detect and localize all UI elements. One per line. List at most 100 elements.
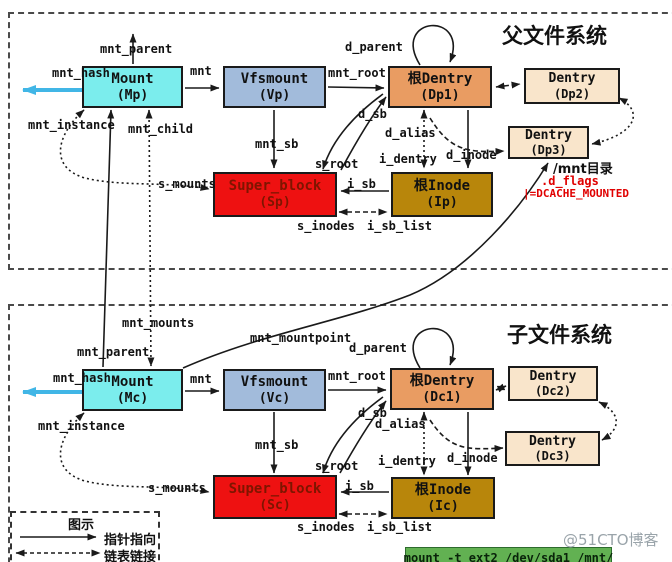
link-dp2-dp3 bbox=[591, 97, 635, 146]
label-mnt-sb-p: mnt_sb bbox=[255, 137, 299, 151]
label-mnt-c: mnt bbox=[190, 372, 212, 386]
box-root-inode-ic-name: 根Inode bbox=[414, 481, 472, 498]
arrow-d-parent-loop-p bbox=[412, 24, 457, 66]
label-d-alias-c: d_alias bbox=[375, 417, 426, 431]
link-to-dp3 bbox=[429, 117, 505, 155]
label-i-sb-list-p: i_sb_list bbox=[367, 219, 433, 233]
label-mnt-child: mnt_child bbox=[128, 122, 194, 136]
box-dentry-dp3: Dentry (Dp3) bbox=[508, 126, 589, 159]
label-i-dentry-p: i_dentry bbox=[379, 152, 437, 166]
box-dentry-dc2: Dentry (Dc2) bbox=[508, 366, 598, 401]
label-mnt-sb-c: mnt_sb bbox=[255, 438, 299, 452]
label-d-sb-c: d_sb bbox=[358, 406, 387, 420]
arrow-d-parent-loop-c bbox=[412, 327, 457, 369]
label-mnt-root-p: mnt_root bbox=[328, 66, 386, 80]
arrow-mnt-root-p bbox=[327, 84, 385, 92]
box-root-inode-ic: 根Inode (Ic) bbox=[391, 477, 495, 519]
box-root-dentry-dp1-id: (Dp1) bbox=[420, 87, 460, 103]
label-mnt-mountpoint: mnt_mountpoint bbox=[250, 331, 352, 345]
label-d-parent-p: d_parent bbox=[345, 40, 403, 54]
label-mnt-root-c: mnt_root bbox=[328, 369, 386, 383]
box-mount-mc-id: (Mc) bbox=[116, 390, 149, 406]
box-root-dentry-dp1-name: 根Dentry bbox=[407, 70, 473, 87]
label-mnt-dir: /mnt目录 bbox=[553, 162, 613, 177]
label-mnt-parent-c: mnt_parent bbox=[77, 345, 150, 359]
label-s-mounts-c: s_mounts bbox=[148, 481, 206, 495]
mount-command-text: mount -t ext2 /dev/sda1 /mnt/ bbox=[403, 551, 614, 562]
box-dentry-dc2-name: Dentry bbox=[529, 368, 577, 384]
box-root-inode-ip-name: 根Inode bbox=[413, 178, 471, 195]
label-mnt-mounts: mnt_mounts bbox=[122, 316, 195, 330]
box-root-dentry-dc1-name: 根Dentry bbox=[409, 372, 475, 389]
box-mount-mp-id: (Mp) bbox=[116, 87, 149, 103]
label-s-inodes-c: s_inodes bbox=[297, 520, 355, 534]
box-dentry-dp2-id: (Dp2) bbox=[553, 86, 591, 101]
label-d-inode-p: d_inode bbox=[446, 148, 497, 162]
box-super-block-sc-name: Super_block bbox=[228, 480, 322, 497]
box-vfsmount-vp-name: Vfsmount bbox=[240, 70, 309, 87]
link-dc1-dc2 bbox=[495, 383, 507, 393]
legend-list-label: 链表链接 bbox=[104, 550, 157, 562]
box-super-block-sp-name: Super_block bbox=[228, 178, 322, 195]
label-i-sb-p: i_sb bbox=[347, 177, 376, 191]
label-dcache-mounted: |=DCACHE_MOUNTED bbox=[523, 187, 629, 200]
link-to-dc3 bbox=[429, 419, 504, 452]
box-dentry-dc3: Dentry (Dc3) bbox=[505, 431, 600, 466]
box-super-block-sc-id: (Sc) bbox=[259, 497, 291, 513]
box-dentry-dp3-name: Dentry bbox=[525, 127, 572, 143]
box-vfsmount-vp: Vfsmount (Vp) bbox=[223, 66, 326, 108]
parent-filesystem-section bbox=[8, 12, 672, 270]
box-dentry-dc2-id: (Dc2) bbox=[534, 384, 572, 399]
arrow-mnt-parent-child-to-parent bbox=[102, 109, 115, 368]
box-root-dentry-dc1: 根Dentry (Dc1) bbox=[390, 368, 494, 410]
box-vfsmount-vc: Vfsmount (Vc) bbox=[223, 369, 326, 411]
mount-command-box: mount -t ext2 /dev/sda1 /mnt/ bbox=[403, 547, 614, 562]
label-mnt-hash-c: mnt_hash bbox=[53, 371, 111, 385]
label-d-parent-c: d_parent bbox=[349, 341, 407, 355]
label-mnt-hash-p: mnt_hash bbox=[52, 66, 110, 80]
box-dentry-dp2: Dentry (Dp2) bbox=[524, 68, 620, 104]
child-section-title: 子文件系统 bbox=[507, 323, 612, 347]
box-mount-mc: Mount (Mc) bbox=[82, 369, 183, 411]
label-s-inodes-p: s_inodes bbox=[297, 219, 355, 233]
link-dc2-dc3 bbox=[598, 401, 618, 441]
box-root-dentry-dc1-id: (Dc1) bbox=[422, 389, 462, 405]
link-dp1-dp2 bbox=[495, 81, 521, 90]
arrow-d-sb-c bbox=[322, 396, 384, 474]
box-root-dentry-dp1: 根Dentry (Dp1) bbox=[388, 66, 492, 108]
label-d-sb-p: d_sb bbox=[358, 107, 387, 121]
box-vfsmount-vc-id: (Vc) bbox=[258, 390, 291, 406]
label-d-inode-c: d_inode bbox=[447, 451, 498, 465]
arrow-d-sb-p bbox=[322, 93, 384, 170]
legend-pointer-label: 指针指向 bbox=[104, 533, 157, 548]
label-s-root-p: s_root bbox=[315, 157, 359, 171]
box-super-block-sc: Super_block (Sc) bbox=[213, 475, 337, 519]
label-mnt-p: mnt bbox=[190, 64, 212, 78]
box-mount-mc-name: Mount bbox=[111, 373, 154, 390]
label-s-root-c: s_root bbox=[315, 459, 359, 473]
legend-box bbox=[10, 511, 160, 562]
box-root-inode-ip-id: (Ip) bbox=[426, 195, 458, 211]
label-i-sb-c: i_sb bbox=[345, 479, 374, 493]
legend-title: 图示 bbox=[68, 518, 95, 533]
box-mount-mp-name: Mount bbox=[111, 70, 154, 87]
arrow-s-root-c bbox=[339, 400, 387, 474]
arrow-s-root-p bbox=[340, 96, 387, 171]
box-vfsmount-vc-name: Vfsmount bbox=[240, 373, 309, 390]
label-d-flags: .d_flags bbox=[541, 174, 599, 188]
label-d-alias-p: d_alias bbox=[385, 126, 436, 140]
label-s-mounts-p: s_mounts bbox=[158, 177, 216, 191]
label-i-dentry-c: i_dentry bbox=[378, 454, 436, 468]
label-mnt-instance-p: mnt_instance bbox=[28, 118, 115, 132]
watermark: @51CTO博客 bbox=[563, 531, 659, 549]
box-root-inode-ic-id: (Ic) bbox=[427, 498, 459, 514]
child-filesystem-section bbox=[8, 304, 672, 562]
box-vfsmount-vp-id: (Vp) bbox=[258, 87, 291, 103]
box-super-block-sp: Super_block (Sp) bbox=[213, 172, 337, 217]
box-dentry-dc3-id: (Dc3) bbox=[534, 449, 571, 464]
box-dentry-dc3-name: Dentry bbox=[529, 433, 576, 449]
box-root-inode-ip: 根Inode (Ip) bbox=[391, 172, 493, 217]
parent-section-title: 父文件系统 bbox=[502, 24, 607, 48]
arrow-mnt-mountpoint bbox=[182, 162, 549, 369]
